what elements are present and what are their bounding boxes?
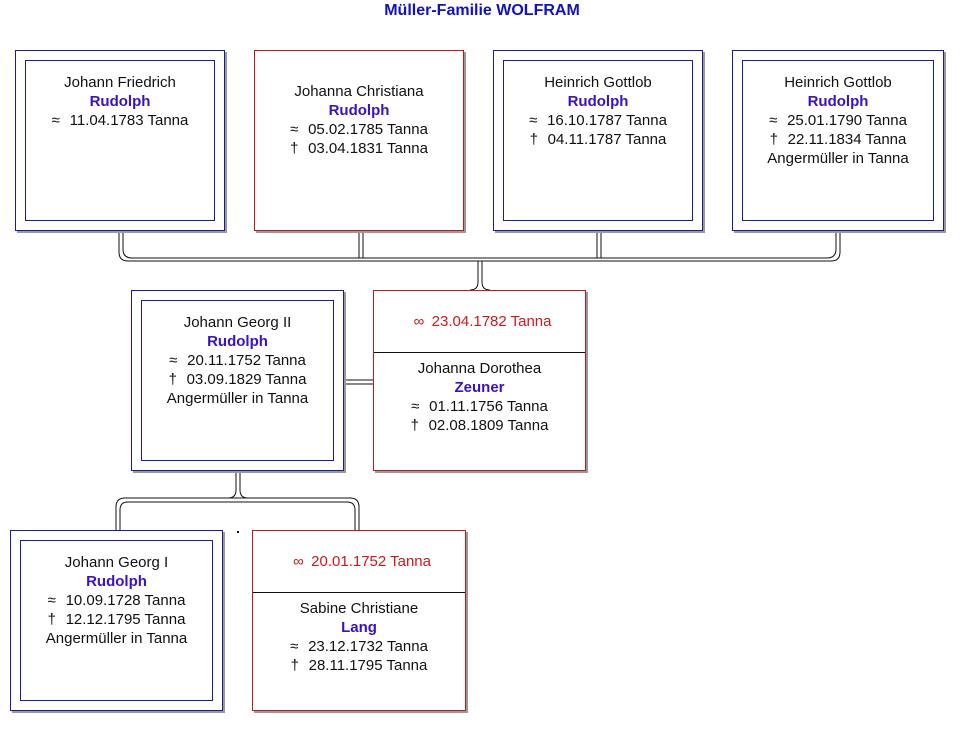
grandparent-connector: [115, 497, 360, 531]
person-box-johann-friedrich[interactable]: Johann Friedrich Rudolph ≈11.04.1783 Tan…: [15, 50, 225, 231]
surname: Rudolph: [328, 102, 390, 119]
baptism-icon: ≈: [169, 352, 178, 369]
occupation: Angermüller in Tanna: [767, 150, 909, 167]
death-date: 28.11.1795 Tanna: [308, 657, 428, 674]
baptism-icon: ≈: [290, 638, 299, 655]
surname: Rudolph: [567, 93, 629, 110]
baptism-date: 25.01.1790 Tanna: [787, 112, 907, 129]
given-name: Johann Georg I: [64, 554, 169, 571]
person-box-heinrich-gottlob-1790[interactable]: Heinrich Gottlob Rudolph ≈25.01.1790 Tan…: [732, 50, 944, 231]
person-box-johann-georg-ii[interactable]: Johann Georg II Rudolph ≈20.11.1752 Tann…: [131, 290, 344, 471]
marriage-date: 20.01.1752 Tanna: [311, 553, 431, 570]
surname: Lang: [341, 619, 377, 636]
surname: Rudolph: [89, 93, 151, 110]
surname: Rudolph: [207, 333, 268, 350]
child-drop-2: [358, 231, 364, 258]
divider: [374, 352, 585, 353]
baptism-date: 20.11.1752 Tanna: [187, 352, 306, 369]
baptism-date: 16.10.1787 Tanna: [547, 112, 667, 129]
baptism-date: 10.09.1728 Tanna: [65, 592, 186, 609]
stray-dot: [237, 531, 239, 533]
child-drop-3: [596, 231, 602, 258]
baptism-icon: ≈: [769, 112, 778, 129]
death-date: 03.04.1831 Tanna: [308, 140, 428, 157]
given-name: Heinrich Gottlob: [784, 74, 892, 91]
person-box-heinrich-gottlob-1787[interactable]: Heinrich Gottlob Rudolph ≈16.10.1787 Tan…: [493, 50, 703, 231]
baptism-date: 23.12.1732 Tanna: [308, 638, 428, 655]
occupation: Angermüller in Tanna: [166, 390, 309, 407]
death-date: 03.09.1829 Tanna: [186, 371, 307, 388]
death-date: 04.11.1787 Tanna: [547, 131, 667, 148]
inner-frame: [25, 60, 215, 221]
baptism-icon: ≈: [290, 121, 299, 138]
children-stem: [469, 261, 491, 291]
grandparent-stem: [227, 471, 249, 499]
death-icon: †: [769, 131, 778, 148]
person-box-johanna-christiana[interactable]: Johanna Christiana Rudolph ≈05.02.1785 T…: [254, 50, 464, 231]
given-name: Johann Georg II: [183, 314, 292, 331]
person-box-sabine-christiane[interactable]: ∞ 20.01.1752 Tanna Sabine Christiane Lan…: [252, 530, 466, 711]
death-date: 22.11.1834 Tanna: [787, 131, 907, 148]
death-icon: †: [290, 657, 299, 674]
person-box-johanna-dorothea[interactable]: ∞ 23.04.1782 Tanna Johanna Dorothea Zeun…: [373, 290, 586, 471]
surname: Rudolph: [807, 93, 869, 110]
grandparent-connector-inner: [119, 501, 356, 531]
baptism-date: 11.04.1783 Tanna: [69, 112, 189, 129]
inner-frame: [742, 60, 934, 221]
given-name: Heinrich Gottlob: [544, 74, 652, 91]
marriage-rings-icon: ∞: [293, 553, 304, 570]
death-icon: †: [168, 371, 177, 388]
marriage-rings-icon: ∞: [413, 313, 425, 330]
inner-frame: [141, 300, 334, 461]
inner-frame: [20, 540, 213, 701]
surname: Rudolph: [86, 573, 147, 590]
baptism-icon: ≈: [529, 112, 538, 129]
baptism-date: 05.02.1785 Tanna: [308, 121, 428, 138]
death-date: 12.12.1795 Tanna: [65, 611, 186, 628]
person-box-johann-georg-i[interactable]: Johann Georg I Rudolph ≈10.09.1728 Tanna…: [10, 530, 223, 711]
given-name: Sabine Christiane: [299, 600, 419, 617]
chart-title: Müller-Familie WOLFRAM: [384, 2, 580, 19]
death-date: 02.08.1809 Tanna: [428, 417, 549, 434]
given-name: Johanna Christiana: [294, 83, 424, 100]
baptism-icon: ≈: [51, 112, 60, 129]
occupation: Angermüller in Tanna: [45, 630, 188, 647]
baptism-date: 01.11.1756 Tanna: [429, 398, 548, 415]
death-icon: †: [290, 140, 299, 157]
baptism-icon: ≈: [411, 398, 420, 415]
surname: Zeuner: [454, 379, 505, 396]
inner-frame: [503, 60, 693, 221]
death-icon: †: [47, 611, 56, 628]
marriage-date: 23.04.1782 Tanna: [431, 313, 552, 330]
given-name: Johann Friedrich: [64, 74, 176, 91]
death-icon: †: [529, 131, 538, 148]
children-connector-inner: [122, 231, 837, 259]
baptism-icon: ≈: [47, 592, 56, 609]
divider: [253, 592, 465, 593]
children-connector-outer: [118, 231, 841, 262]
given-name: Johanna Dorothea: [417, 360, 542, 377]
couple-connector-parents: [344, 379, 373, 385]
death-icon: †: [410, 417, 419, 434]
